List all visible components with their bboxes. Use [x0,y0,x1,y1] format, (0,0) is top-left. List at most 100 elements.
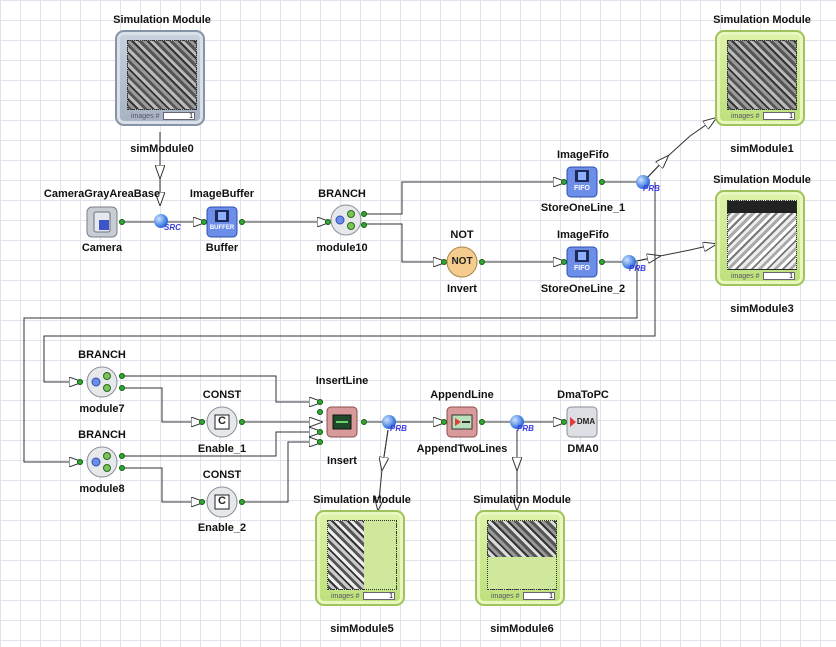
buffer-icon [206,206,238,238]
buffer-type-label: ImageBuffer [189,188,255,200]
images-counter: images #1 [491,592,555,600]
not-output-port[interactable] [479,259,485,265]
append-name-label: AppendTwoLines [416,443,508,455]
city-image-thumbnail [727,40,797,110]
camera-output-port[interactable] [119,219,125,225]
fifo1-type-label: ImageFifo [557,149,609,161]
module8-name-label: module8 [79,483,125,495]
enable2-icon-text: C [218,495,226,507]
enable1-input-port[interactable] [199,419,205,425]
prb-probe-4-icon[interactable] [510,415,524,429]
images-counter: images #1 [731,112,795,120]
module10-operator[interactable] [330,204,362,236]
module7-output-port-1[interactable] [119,373,125,379]
insert-name-label: Insert [327,455,357,467]
sim-module-1-header: Simulation Module [713,14,811,26]
inverted-image-thumbnail [727,200,797,270]
module10-input-port[interactable] [325,219,331,225]
src-probe-label: SRC [164,223,181,232]
sim-module-3-header: Simulation Module [713,174,811,186]
fifo2-name-label: StoreOneLine_2 [540,283,626,295]
module7-type-label: BRANCH [78,349,126,361]
city-image-thumbnail [127,40,197,110]
insert-operator[interactable] [326,406,358,438]
sim-module-0[interactable]: images #1 [115,30,205,126]
enable1-operator[interactable]: C [206,406,238,438]
prb-probe-1-icon[interactable] [636,175,650,189]
prb-probe-4-label: PRB [517,424,534,433]
fifo1-output-port[interactable] [599,179,605,185]
sim-module-1-label: simModule1 [730,143,794,155]
sim-module-5-header: Simulation Module [313,494,411,506]
sim-module-5-label: simModule5 [330,623,394,635]
sim-module-6[interactable]: images #1 [475,510,565,606]
append-type-label: AppendLine [430,389,494,401]
dma-icon [566,406,598,438]
enable1-icon-text: C [218,415,226,427]
sim-module-6-header: Simulation Module [473,494,571,506]
buffer-output-port[interactable] [239,219,245,225]
buffer-operator[interactable]: BUFFER [206,206,238,238]
camera-operator[interactable] [86,206,118,238]
fifo2-operator[interactable]: FIFO [566,246,598,278]
sim-module-1[interactable]: images #1 [715,30,805,126]
module8-input-port[interactable] [77,459,83,465]
prb-probe-3-label: PRB [390,424,407,433]
buffer-icon-text: BUFFER [209,225,235,231]
enable2-name-label: Enable_2 [197,522,247,534]
dma-type-label: DmaToPC [557,389,609,401]
fifo-icon [566,166,598,198]
const-icon [206,406,238,438]
sim-module-0-header: Simulation Module [113,14,211,26]
prb-probe-2-icon[interactable] [622,255,636,269]
module10-output-port-2[interactable] [361,222,367,228]
enable2-input-port[interactable] [199,499,205,505]
images-counter: images #1 [731,272,795,280]
enable1-name-label: Enable_1 [197,443,247,455]
branch-icon [330,204,362,236]
appended-image-thumbnail [487,520,557,590]
module8-type-label: BRANCH [78,429,126,441]
src-probe-icon[interactable] [154,214,168,228]
buffer-name-label: Buffer [205,242,239,254]
sim-module-5[interactable]: images #1 [315,510,405,606]
sim-module-3[interactable]: images #1 [715,190,805,286]
module7-input-port[interactable] [77,379,83,385]
const-icon [206,486,238,518]
dma-name-label: DMA0 [567,443,599,455]
insert-output-port[interactable] [361,419,367,425]
enable1-output-port[interactable] [239,419,245,425]
enable2-output-port[interactable] [239,499,245,505]
camera-name-label: Camera [81,242,123,254]
fifo2-icon-text: FIFO [574,265,590,272]
fifo2-output-port[interactable] [599,259,605,265]
append-operator[interactable] [446,406,478,438]
images-counter: images #1 [131,112,195,120]
module8-output-port-2[interactable] [119,465,125,471]
camera-icon [86,206,118,238]
fifo1-operator[interactable]: FIFO [566,166,598,198]
not-operator[interactable]: NOT [446,246,478,278]
module7-operator[interactable] [86,366,118,398]
insert-input-port-3[interactable] [317,429,323,435]
fifo1-icon-text: FIFO [574,185,590,192]
append-output-port[interactable] [479,419,485,425]
module7-name-label: module7 [79,403,125,415]
enable2-operator[interactable]: C [206,486,238,518]
fifo-icon [566,246,598,278]
insert-input-port-4[interactable] [317,439,323,445]
not-icon [446,246,478,278]
module8-operator[interactable] [86,446,118,478]
not-type-label: NOT [450,229,474,241]
module10-output-port-1[interactable] [361,211,367,217]
module10-type-label: BRANCH [318,188,366,200]
branch-icon [86,366,118,398]
sim-module-3-label: simModule3 [730,303,794,315]
enable2-type-label: CONST [202,469,242,481]
module8-output-port-1[interactable] [119,453,125,459]
insert-input-port-1[interactable] [317,399,323,405]
prb-probe-3-icon[interactable] [382,415,396,429]
module7-output-port-2[interactable] [119,385,125,391]
insert-input-port-2[interactable] [317,409,323,415]
dma-operator[interactable]: DMA [566,406,598,438]
